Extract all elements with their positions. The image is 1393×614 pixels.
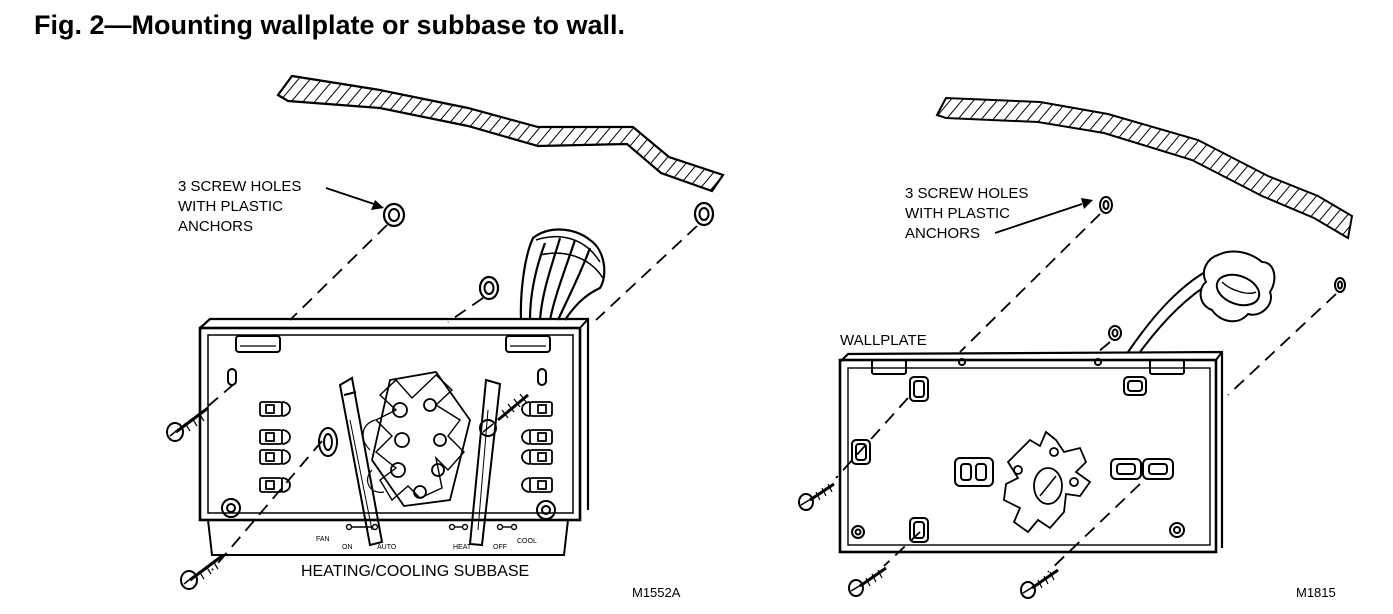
left-alignment-lines [185, 224, 698, 571]
left-oval-slot [318, 427, 338, 457]
right-figure-code: M1815 [1296, 585, 1336, 600]
right-callout-line: WITH PLASTIC [905, 205, 1010, 222]
wallplate-slot [1123, 376, 1147, 396]
wallplate-top-tab [1149, 359, 1185, 375]
fan-label: FAN [316, 536, 330, 543]
right-anchor-hole [1334, 277, 1346, 293]
right-callout-arrow [994, 198, 1093, 234]
left-callout-line: ANCHORS [178, 218, 253, 235]
wallplate-corner-hole [851, 525, 865, 539]
wallplate-pin [958, 358, 966, 366]
wallplate-label: WALLPLATE [840, 332, 927, 349]
left-terminal-block [259, 401, 291, 493]
right-wall-section [935, 96, 1354, 240]
left-wall-section [276, 74, 725, 193]
subbase-caption: HEATING/COOLING SUBBASE [301, 563, 529, 580]
left-screw [166, 406, 209, 442]
left-side-slot [227, 368, 237, 386]
figure-title: Fig. 2—Mounting wallplate or subbase to … [34, 10, 626, 40]
left-corner-hole [536, 500, 556, 520]
left-anchor-hole [693, 201, 715, 227]
wallplate-body [838, 350, 1224, 554]
off-label: OFF [493, 544, 507, 551]
wallplate-center-assembly [1003, 430, 1092, 534]
wallplate-corner-hole [1169, 522, 1185, 538]
wallplate-slot [851, 439, 871, 465]
left-diagram [166, 74, 725, 590]
wallplate-screw [798, 482, 835, 511]
left-callout: 3 SCREW HOLES WITH PLASTIC ANCHORS [178, 178, 301, 235]
left-switch-dots [345, 523, 518, 531]
auto-label: AUTO [377, 544, 397, 551]
left-screw [180, 554, 223, 590]
wallplate-pin [1094, 358, 1102, 366]
left-screw [479, 393, 529, 437]
left-side-slot [537, 368, 547, 386]
left-terminal-assembly [362, 371, 471, 507]
right-callout: 3 SCREW HOLES WITH PLASTIC ANCHORS [905, 185, 1028, 242]
left-fan-lever [338, 376, 384, 547]
left-top-tab [235, 335, 281, 353]
on-label: ON [342, 544, 353, 551]
left-callout-arrow [325, 187, 384, 210]
wallplate-slot [909, 517, 929, 543]
left-top-tab [505, 335, 551, 353]
left-callout-line: WITH PLASTIC [178, 198, 283, 215]
cool-label: COOL [517, 538, 537, 545]
left-figure-code: M1552A [632, 585, 681, 600]
wallplate-top-tab [871, 359, 907, 375]
wallplate-terminal [1110, 458, 1174, 480]
right-diagram [798, 96, 1354, 599]
right-wire-bundle [1127, 250, 1276, 353]
right-anchor-hole [1108, 325, 1122, 341]
right-callout-line: 3 SCREW HOLES [905, 185, 1028, 202]
wallplate-screw [848, 566, 887, 597]
heat-label: HEAT [453, 544, 472, 551]
wallplate-slot [909, 376, 929, 402]
left-anchor-hole [382, 202, 406, 228]
wallplate-terminal [954, 457, 994, 487]
right-terminal-block [521, 401, 553, 493]
wallplate-screw [1020, 568, 1059, 599]
left-subbase-body [198, 317, 590, 556]
left-anchor-hole [478, 275, 500, 301]
left-corner-hole [221, 498, 241, 518]
right-callout-line: ANCHORS [905, 225, 980, 242]
left-wire-bundle [519, 228, 606, 321]
left-callout-line: 3 SCREW HOLES [178, 178, 301, 195]
right-anchor-hole [1099, 196, 1113, 214]
